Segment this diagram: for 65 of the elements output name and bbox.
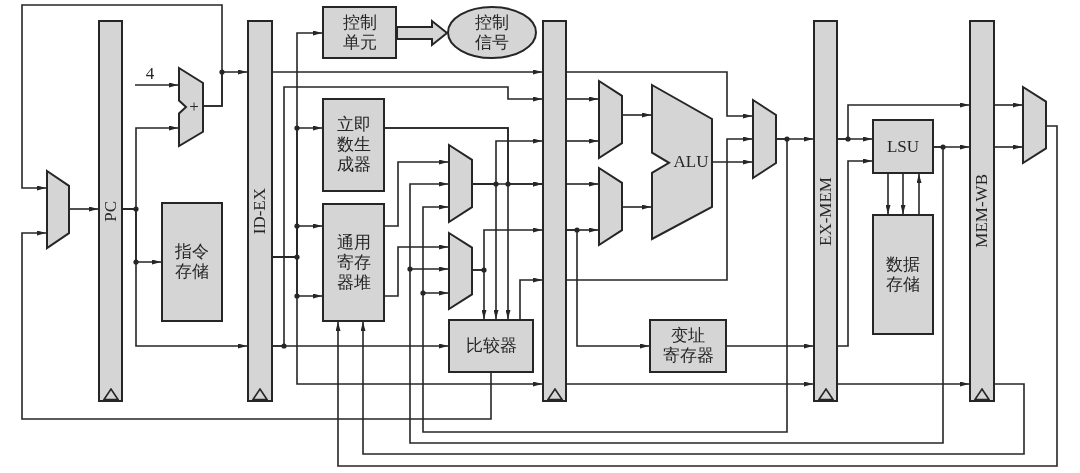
arrow [384, 127, 511, 320]
arrow [566, 381, 814, 387]
bar-label: EX-MEM [816, 176, 835, 246]
arrow [272, 343, 449, 349]
register-bar [247, 20, 273, 402]
bar-label: ID-EX [251, 187, 269, 235]
arrow [69, 206, 99, 212]
arrow [622, 204, 652, 210]
mux-trapezoid [598, 167, 623, 246]
arrow [566, 138, 599, 144]
process-box: 控制单元 [322, 6, 397, 59]
arrow [566, 181, 599, 187]
arrow [900, 173, 906, 215]
arrow [472, 269, 487, 320]
arrow [916, 173, 922, 215]
constant-label: 4 [135, 63, 165, 85]
arrow [122, 208, 248, 349]
register-bar [813, 20, 838, 402]
process-box: 立即数生成器 [322, 98, 385, 192]
arrow [837, 381, 970, 387]
process-box: 数据存储 [872, 214, 934, 335]
arrow [622, 112, 652, 118]
register-bar [542, 20, 567, 402]
arrow [21, 230, 492, 420]
arrow [134, 82, 179, 88]
arrow [360, 321, 1025, 455]
arrow [472, 183, 499, 320]
mux-trapezoid [46, 170, 70, 249]
arrow [726, 343, 814, 349]
bar-label: PC [101, 200, 120, 222]
mux-trapezoid [598, 80, 623, 159]
block-arrow [396, 18, 449, 48]
arrow [566, 229, 650, 349]
mux-trapezoid [1022, 86, 1047, 164]
arrow [272, 69, 543, 75]
arrow [566, 136, 753, 281]
arrow [994, 102, 1023, 108]
arrow [21, 4, 223, 191]
process-box: LSU [872, 119, 934, 174]
arrow [837, 158, 873, 347]
arrow [422, 138, 788, 433]
arrow [384, 159, 449, 227]
register-bar [969, 20, 995, 402]
process-box: 变址寄存器 [649, 319, 727, 373]
mux-trapezoid [752, 99, 777, 179]
arrow [885, 173, 891, 215]
alu-block: ALU [651, 84, 713, 240]
arrow [519, 277, 543, 320]
process-box: 指令存储 [161, 202, 223, 322]
mux-trapezoid [448, 144, 473, 223]
arrow [335, 125, 1058, 467]
bar-label: MEM-WB [973, 174, 991, 248]
process-box: 通用寄存器堆 [322, 203, 385, 322]
arrow [712, 159, 753, 165]
arrow [384, 244, 449, 297]
arrow [566, 71, 753, 119]
ellipse-node: 控制信号 [447, 6, 537, 59]
process-box: 比较器 [448, 319, 534, 373]
arrow [409, 146, 944, 444]
arrow [566, 96, 599, 102]
register-bar [98, 20, 123, 402]
mux-trapezoid [448, 232, 473, 310]
arrow [994, 144, 1023, 150]
arrow [837, 102, 970, 140]
adder-block: + [178, 67, 204, 147]
